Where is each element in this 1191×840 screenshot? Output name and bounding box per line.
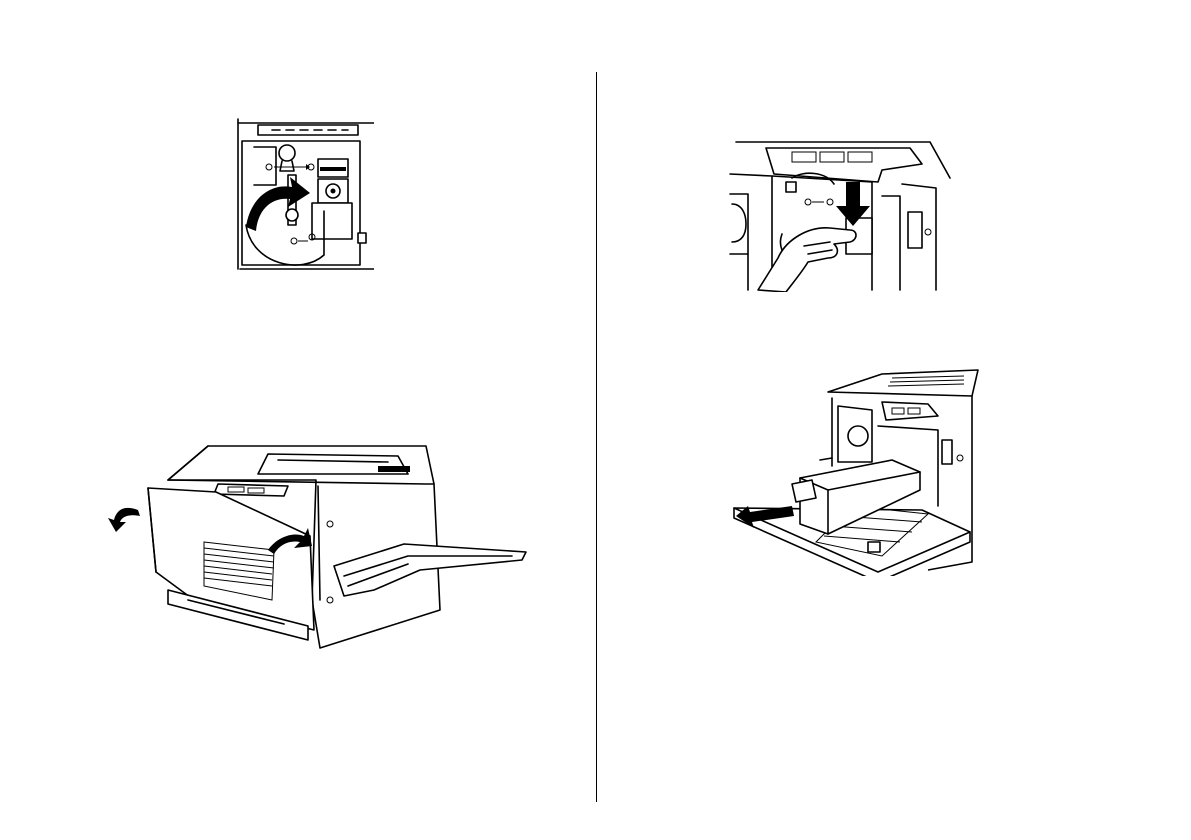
open-front-cover-illustration bbox=[108, 440, 530, 650]
pull-out-cartridge-figure bbox=[732, 366, 982, 576]
rotate-lever-illustration bbox=[232, 115, 374, 273]
press-release-figure bbox=[722, 134, 952, 292]
column-divider bbox=[596, 72, 597, 802]
pull-out-cartridge-illustration bbox=[732, 366, 982, 576]
rotate-lever-figure bbox=[232, 115, 374, 273]
press-release-illustration bbox=[722, 134, 952, 292]
open-front-cover-figure bbox=[108, 440, 530, 650]
